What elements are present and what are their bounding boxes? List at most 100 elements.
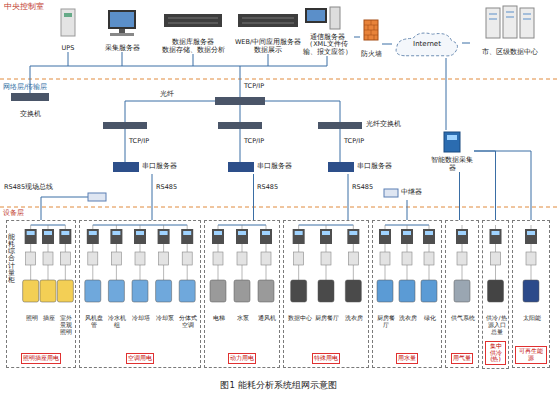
node-text: 太阳能 [516, 315, 548, 322]
device-item: 供冷/热源入口总量 [486, 315, 507, 336]
node-text: 电梯 [208, 315, 230, 322]
meter-set [523, 225, 539, 302]
layer-title: 设备层 [3, 209, 24, 217]
server: 通信服务器（XML文件传输、报文应答） [300, 6, 354, 56]
layer-title: 网络层/传输层 [3, 83, 47, 91]
group-label: 用气量 [451, 353, 473, 364]
node-text: 供冷/热源入口总量 [486, 315, 507, 336]
node-text: 市、区级数据中心 [482, 49, 538, 56]
firewall: 防火墙 [360, 18, 382, 58]
meter-set [40, 225, 56, 302]
layer-title: 中央控制室 [4, 3, 44, 12]
node-text: Internet [413, 40, 441, 48]
device-label: 光纤交换机 [366, 121, 401, 128]
ups: UPS [55, 8, 81, 52]
server-bus [30, 52, 340, 220]
meter-set [210, 225, 226, 302]
group-label: 特殊用电 [312, 353, 340, 364]
meter-set [258, 225, 274, 302]
node-text: WEB/中间应用服务器 [235, 39, 301, 46]
protocol-label: RS485 [257, 184, 278, 191]
connector [474, 151, 496, 220]
protocol-label: TCP/IP [244, 138, 264, 145]
device-item: 风机盘管 [83, 315, 105, 329]
node-text: 通风机 [256, 315, 278, 322]
device-item: 洗衣房 [398, 315, 418, 322]
meter-set [85, 225, 101, 302]
node-text: 冷却泵 [154, 315, 176, 322]
data-collector: 智能数据采集器 [430, 130, 474, 172]
comm-pc-icon [305, 7, 340, 29]
meter-set [454, 225, 470, 302]
connector [459, 172, 460, 220]
firewall-icon [364, 20, 378, 40]
device-item: 冷却塔 [130, 315, 152, 322]
device-item: 通风机 [256, 315, 278, 322]
protocol-label: TCP/IP [344, 138, 364, 145]
meter-set [23, 225, 39, 302]
energy-group: 供气系统用气量 [445, 220, 479, 368]
node-text: 采集服务器 [105, 45, 140, 52]
device-item: 洗衣房 [342, 315, 367, 322]
connector [407, 200, 408, 220]
node-text: 洗衣房 [398, 315, 418, 322]
meter-set [291, 225, 307, 302]
connector [152, 174, 153, 220]
node-text: 交换机 [20, 111, 41, 118]
meter-set [345, 225, 361, 302]
meter-set [156, 225, 172, 302]
meter-set [318, 225, 334, 302]
device-item: 绿化 [420, 315, 440, 322]
node-text: 中继器 [401, 189, 422, 196]
meter-set [57, 225, 73, 302]
connector [348, 174, 349, 220]
ups-icon [61, 9, 75, 36]
serial-server: 串口服务器 [112, 160, 192, 174]
device-item: 太阳能 [516, 315, 548, 322]
node-text: 风机盘管 [83, 315, 105, 329]
node-text: 冷却塔 [130, 315, 152, 322]
energy-group: 厨房餐厅洗衣房绿化用水量 [372, 220, 442, 368]
energy-group: 太阳能可再生能源 [512, 220, 550, 368]
node-text: 数据库服务器 [172, 39, 214, 46]
group-label: 动力用电 [228, 353, 256, 364]
caption: 图1 能耗分析系统组网示意图 [0, 380, 557, 392]
device-item: 数据中心 [287, 315, 312, 322]
node-text: 串口服务器 [142, 163, 177, 170]
node-text: 室外景观照明 [59, 315, 74, 336]
protocol-label: TCP/IP [244, 83, 264, 90]
device-item: 电梯 [208, 315, 230, 322]
group-label: 用水量 [396, 353, 418, 364]
node-text: 串口服务器 [357, 163, 392, 170]
node-text: 数据中心 [287, 315, 312, 322]
device-item: 冷水机组 [107, 315, 129, 329]
node-text: 厨房餐厅 [314, 315, 339, 322]
node-text: 厨房餐厅 [376, 315, 396, 329]
connector [253, 174, 254, 220]
protocol-label: RS485 [352, 184, 373, 191]
connector [446, 58, 447, 130]
network-switch-icon [11, 93, 362, 129]
group-label: 可再生能源 [515, 346, 547, 364]
node-text: 分体式空调 [177, 315, 199, 329]
meter-set [421, 225, 437, 302]
group-label: 照明插座用电 [21, 353, 61, 364]
layer-dividers [0, 79, 557, 207]
energy-group: 风机盘管冷水机组冷却塔冷却泵分体式空调空调用电 [79, 220, 201, 368]
device-item: 水泵 [232, 315, 254, 322]
meter-set [234, 225, 250, 302]
group-label: 空调用电 [126, 353, 154, 364]
node-text: 绿化 [420, 315, 440, 322]
device-item: 室外景观照明 [59, 315, 74, 336]
node-text: 智能数据采集器 [430, 157, 474, 172]
node-text: 照明 [24, 315, 39, 322]
device-item: 冷却泵 [154, 315, 176, 322]
device-item: 厨房餐厅 [376, 315, 396, 329]
node-text: 插座 [41, 315, 56, 322]
serial-server: 串口服务器 [227, 160, 307, 174]
server: 采集服务器 [100, 8, 144, 52]
network-switch: 交换机 [10, 92, 50, 118]
meter-set [399, 225, 415, 302]
node-text: 串口服务器 [257, 163, 292, 170]
meter-set [108, 225, 124, 302]
